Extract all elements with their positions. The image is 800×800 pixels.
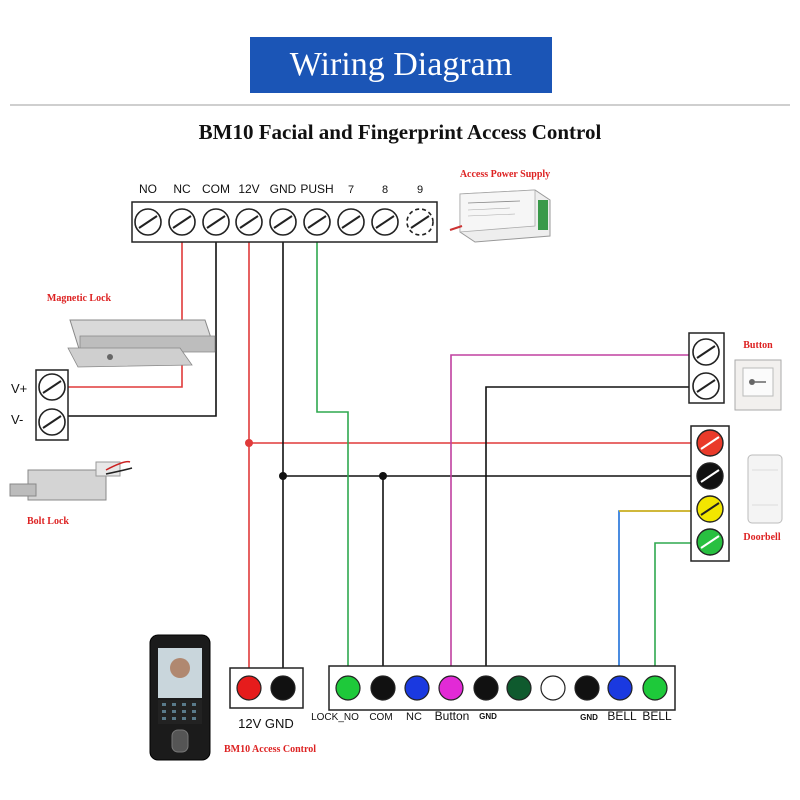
pin-nc [404,675,430,701]
pin-white [540,675,566,701]
label-nc: NC [406,711,422,723]
pin-12v [236,675,262,701]
screw-gnd [269,208,297,236]
bm10-device: BM10 Access Control [149,634,316,761]
doorbell-label: Doorbell [743,532,780,543]
power-connector-label: 12V GND [238,716,294,731]
wire-com-vminus [67,225,217,417]
diagram-title: BM10 Facial and Fingerprint Access Contr… [199,120,602,144]
pin-gnd-b [574,675,600,701]
terminal-label-12v: 12V [238,182,259,196]
doorbell: Doorbell [743,454,783,543]
screw-vminus [38,408,66,436]
screw-nc [168,208,196,236]
terminal-label-gnd: GND [270,182,297,196]
pin-dark-green [506,675,532,701]
top-terminal-block: NO NC COM 12V GND PUSH 7 8 9 [131,182,438,243]
label-bell-b: BELL [642,709,672,723]
button-label: Button [743,340,773,351]
junction-12v [245,439,253,447]
lock-terminal-block: V+ V- [11,369,69,441]
access-power-supply: Access Power Supply [449,169,551,243]
terminal-label-push: PUSH [300,182,333,196]
junction-com [379,472,387,480]
screw-9 [406,208,434,236]
terminal-label-no: NO [139,182,157,196]
vminus-label: V- [11,412,23,427]
screw-push [303,208,331,236]
doorbell-terminal-block [690,425,730,562]
label-gnd-b: GND [580,713,598,722]
label-button: Button [435,709,470,723]
label-lock-no: LOCK_NO [311,712,359,723]
screw-12v [235,208,263,236]
screw-8 [371,208,399,236]
pin-bell-b [642,675,668,701]
label-gnd-a: GND [479,712,497,721]
pin-com [370,675,396,701]
screw-7 [337,208,365,236]
pin-bell-a [607,675,633,701]
wires [67,225,710,688]
pin-button [438,675,464,701]
terminal-label-nc: NC [173,182,191,196]
label-bell-a: BELL [607,709,637,723]
bolt-lock-label: Bolt Lock [27,516,69,527]
pin-gnd-a [473,675,499,701]
pin-gnd [270,675,296,701]
screw-button-2 [692,372,720,400]
device-label: BM10 Access Control [224,744,316,755]
wire-nc-vplus [67,225,183,388]
terminal-label-8: 8 [382,184,388,196]
screw-button-1 [692,338,720,366]
power-connector: 12V GND [229,667,304,731]
label-com: COM [369,712,392,723]
wire-push-lockno [316,225,349,688]
vplus-label: V+ [11,381,27,396]
magnetic-lock: Magnetic Lock [47,293,216,368]
magnetic-lock-label: Magnetic Lock [47,293,112,304]
banner-title: Wiring Diagram [250,37,552,93]
wire-button-gnd [485,386,706,688]
screw-vplus [38,373,66,401]
exit-button: Button [734,340,782,411]
screw-com [202,208,230,236]
power-supply-label: Access Power Supply [460,169,550,180]
terminal-label-9: 9 [417,184,423,196]
terminal-label-7: 7 [348,184,354,196]
wire-button [450,354,706,688]
screw-no [134,208,162,236]
terminal-label-com: COM [202,182,230,196]
banner-divider [10,104,790,106]
pin-lock-no [335,675,361,701]
bottom-connector: LOCK_NO COM NC Button GND GND BELL BELL [311,665,676,723]
junction-gnd [279,472,287,480]
exit-button-block [688,332,725,404]
bolt-lock: Bolt Lock [9,460,133,527]
